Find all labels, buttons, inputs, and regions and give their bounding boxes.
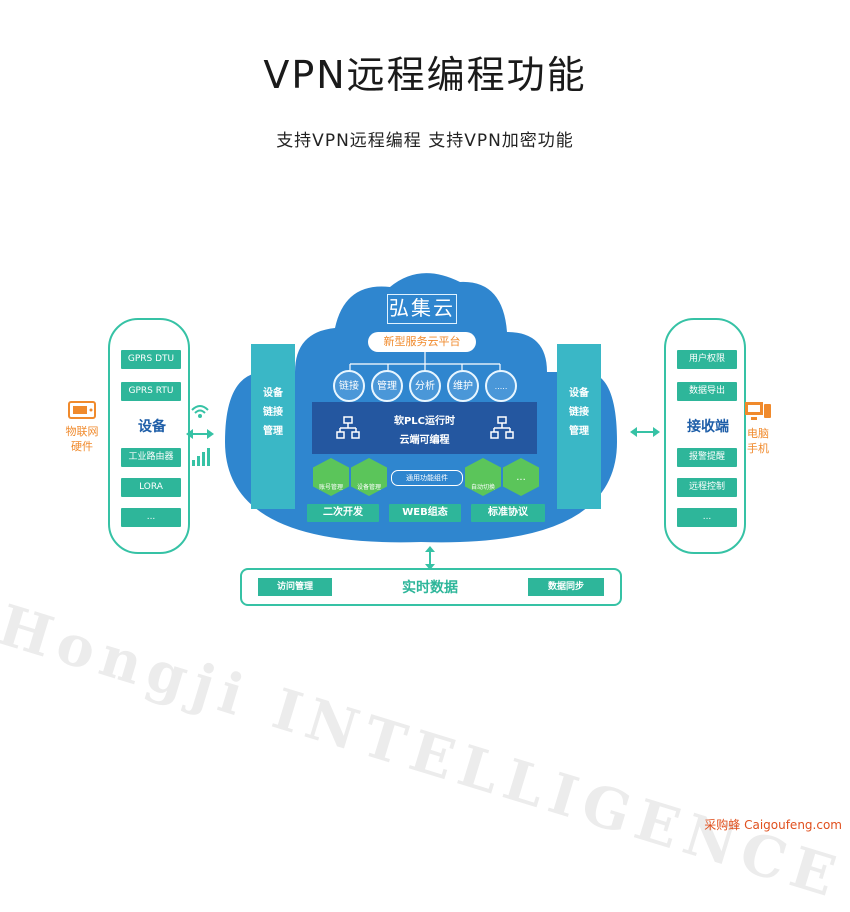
gprs-dtu-button[interactable]: GPRS DTU bbox=[121, 350, 181, 369]
lora-button[interactable]: LORA bbox=[121, 478, 181, 497]
func-more[interactable]: ..... bbox=[485, 370, 517, 402]
industrial-router-button[interactable]: 工业路由器 bbox=[121, 448, 181, 467]
auto-switch-hex-icon[interactable] bbox=[465, 458, 501, 496]
account-hex-icon[interactable] bbox=[313, 458, 349, 496]
source-credit: 采购蜂 Caigoufeng.com bbox=[704, 818, 842, 832]
left-device-link-column: 设备 链接 管理 bbox=[251, 344, 295, 509]
cloud-programmable-label: 云端可编程 bbox=[399, 435, 450, 446]
iot-hardware-group: 物联网 硬件 bbox=[62, 400, 102, 454]
gprs-rtu-button[interactable]: GPRS RTU bbox=[121, 382, 181, 401]
cloud-platform: 弘集云 新型服务云平台 链接 管理 分析 维护 ..... 设备 链接 管理 设… bbox=[225, 262, 617, 548]
page-subtitle: 支持VPN远程编程 支持VPN加密功能 bbox=[276, 131, 574, 151]
signal-icon bbox=[192, 448, 210, 466]
func-manage[interactable]: 管理 bbox=[371, 370, 403, 402]
page-title: VPN远程编程功能 bbox=[263, 53, 587, 97]
computer-icon bbox=[745, 402, 771, 420]
vertical-arrow-icon bbox=[425, 546, 435, 570]
right-device-link-column: 设备 链接 管理 bbox=[557, 344, 601, 509]
access-manage-button[interactable]: 访问管理 bbox=[258, 578, 332, 596]
func-maintain[interactable]: 维护 bbox=[447, 370, 479, 402]
watermark: Hongji INTELLIGENCE bbox=[0, 592, 850, 912]
iot-hardware-label: 物联网 硬件 bbox=[65, 425, 99, 453]
web-config-button[interactable]: WEB组态 bbox=[389, 504, 461, 522]
more-devices-button[interactable]: ... bbox=[121, 508, 181, 527]
secondary-dev-button[interactable]: 二次开发 bbox=[307, 504, 379, 522]
more-receiver-button[interactable]: ... bbox=[677, 508, 737, 527]
receiver-panel: 用户权限 数据导出 接收端 报警提醒 远程控制 ... bbox=[664, 318, 746, 554]
platform-label: 新型服务云平台 bbox=[368, 332, 476, 352]
alarm-button[interactable]: 报警提醒 bbox=[677, 448, 737, 467]
remote-control-button[interactable]: 远程控制 bbox=[677, 478, 737, 497]
user-permission-button[interactable]: 用户权限 bbox=[677, 350, 737, 369]
auto-switch-label: 自动切换 bbox=[470, 484, 495, 491]
func-link[interactable]: 链接 bbox=[333, 370, 365, 402]
soft-plc-label: 软PLC运行时 bbox=[393, 416, 456, 427]
data-sync-button[interactable]: 数据同步 bbox=[528, 578, 604, 596]
double-arrow-icon bbox=[630, 427, 660, 437]
more-hex-icon[interactable] bbox=[503, 458, 539, 496]
monitor-icon bbox=[68, 401, 96, 419]
pc-phone-group: 电脑 手机 bbox=[744, 400, 772, 456]
network-icon bbox=[336, 416, 360, 439]
device-manage-label: 设备管理 bbox=[356, 484, 381, 491]
network-icon bbox=[490, 416, 514, 439]
core-box: 软PLC运行时 云端可编程 bbox=[312, 402, 537, 454]
components-row: 账号管理 设备管理 通用功能组件 自动切换 ... bbox=[305, 458, 540, 498]
wifi-icon bbox=[191, 405, 209, 418]
device-title: 设备 bbox=[138, 419, 166, 435]
common-components-label: 通用功能组件 bbox=[391, 470, 463, 486]
device-hex-icon[interactable] bbox=[351, 458, 387, 496]
more-components-label: ... bbox=[516, 472, 526, 483]
account-label: 账号管理 bbox=[318, 484, 343, 491]
brand-box: 弘集云 bbox=[387, 294, 457, 324]
receiver-title: 接收端 bbox=[687, 419, 729, 435]
standard-protocol-button[interactable]: 标准协议 bbox=[471, 504, 545, 522]
data-export-button[interactable]: 数据导出 bbox=[677, 382, 737, 401]
pc-phone-label: 电脑 手机 bbox=[747, 427, 769, 455]
device-panel: GPRS DTU GPRS RTU 设备 工业路由器 LORA ... bbox=[108, 318, 190, 554]
double-arrow-icon bbox=[186, 429, 214, 439]
left-connector bbox=[186, 405, 214, 466]
func-analyze[interactable]: 分析 bbox=[409, 370, 441, 402]
realtime-data-label: 实时数据 bbox=[402, 580, 458, 596]
realtime-data-bar: 访问管理 实时数据 数据同步 bbox=[240, 568, 622, 606]
